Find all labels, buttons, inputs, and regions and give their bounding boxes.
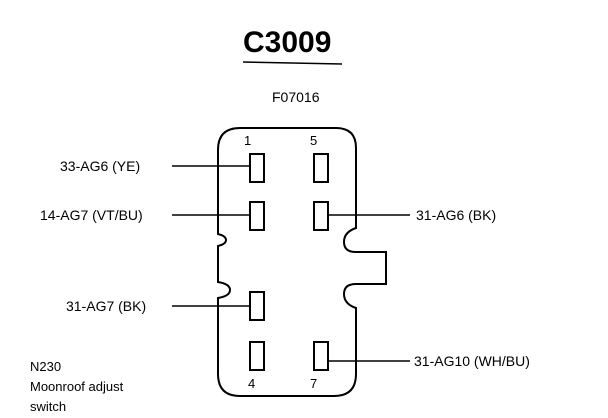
component-name-line2: switch [30,399,66,414]
component-code: N230 [30,359,61,374]
title-underline [242,61,343,65]
part-number: F07016 [272,89,320,105]
pin-cavity-6 [313,201,329,231]
pin-cavity-7 [313,341,329,371]
pin-cavity-1 [249,153,265,183]
pin-number-5: 5 [310,133,317,148]
pin-cavity-5 [313,153,329,183]
wire-label-right-1: 31-AG6 (BK) [416,207,496,223]
wire-label-left-3: 31-AG7 (BK) [66,298,146,314]
pin-cavity-3 [249,291,265,321]
component-name-line1: Moonroof adjust [30,379,124,394]
pin-number-7: 7 [310,376,317,391]
pin-number-1: 1 [244,133,251,148]
connector-body-outline [217,127,387,397]
pin-number-4: 4 [248,376,255,391]
connector-title: C3009 [243,26,331,59]
pin-cavity-2 [249,201,265,231]
pin-cavity-4 [249,341,265,371]
wire-label-left-1: 33-AG6 (YE) [60,158,140,174]
wire-label-right-2: 31-AG10 (WH/BU) [414,353,530,369]
wire-label-left-2: 14-AG7 (VT/BU) [40,207,143,223]
